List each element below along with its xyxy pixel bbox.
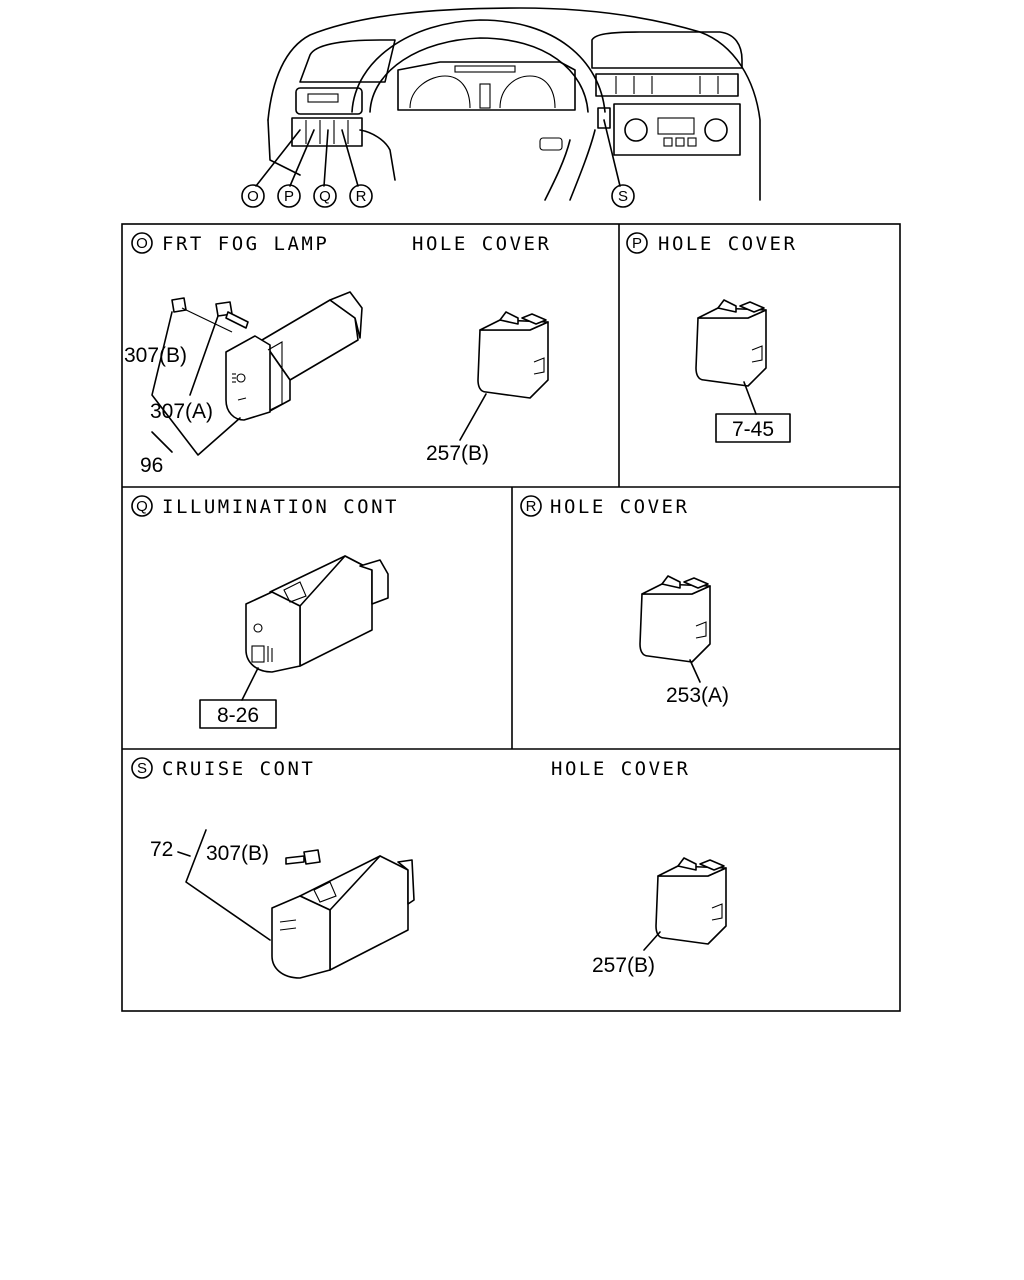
panel-s: S CRUISE CONT HOLE COVER 72 307(B)	[131, 757, 727, 979]
panel-r-title: HOLE COVER	[550, 496, 689, 518]
fog-lamp-switch	[225, 291, 363, 421]
panel-q-title: ILLUMINATION CONT	[162, 496, 399, 518]
hole-cover-257b	[477, 311, 549, 399]
panel-frames	[121, 223, 901, 1012]
panel-q-marker: Q	[136, 498, 148, 515]
ref-8-26: 8-26	[217, 704, 259, 727]
label-307a: 307(A)	[150, 400, 213, 423]
callout-s-text: S	[618, 188, 628, 205]
panel-s-marker: S	[137, 760, 147, 777]
callout-leaders	[255, 119, 621, 187]
panel-r: R HOLE COVER 253(A)	[520, 495, 729, 707]
panel-q: Q ILLUMINATION CONT 8-26	[131, 495, 399, 729]
callout-o: O	[241, 184, 265, 208]
cruise-control-switch	[271, 855, 415, 979]
panel-o-marker: O	[136, 235, 148, 252]
callout-r-text: R	[356, 188, 367, 205]
callout-r: R	[349, 184, 373, 208]
panel-s-title2: HOLE COVER	[551, 758, 690, 780]
illumination-switch	[245, 555, 389, 673]
callout-q: Q	[313, 184, 337, 208]
hole-cover-253a	[639, 575, 711, 663]
label-253a: 253(A)	[666, 684, 729, 707]
label-257b-s: 257(B)	[592, 954, 655, 977]
panel-s-title: CRUISE CONT	[162, 758, 315, 780]
screw-307b-s	[285, 849, 321, 865]
callout-p: P	[277, 184, 301, 208]
panel-p: P HOLE COVER 7-45	[626, 232, 797, 443]
hole-cover-257b-s	[655, 857, 727, 945]
panel-o: O FRT FOG LAMP HOLE COVER 307	[124, 232, 551, 477]
label-96: 96	[140, 454, 163, 477]
panel-o-title2: HOLE COVER	[412, 233, 551, 255]
callout-q-text: Q	[319, 188, 331, 205]
ref-7-45: 7-45	[732, 418, 774, 441]
callout-p-text: P	[284, 188, 294, 205]
label-72: 72	[150, 838, 173, 861]
panel-r-marker: R	[526, 498, 537, 515]
screw-307b	[171, 297, 233, 333]
panel-p-title: HOLE COVER	[658, 233, 797, 255]
label-307b-s: 307(B)	[206, 842, 269, 865]
screw-307a	[215, 301, 249, 329]
label-307b: 307(B)	[124, 344, 187, 367]
label-257b-o: 257(B)	[426, 442, 489, 465]
panel-o-title: FRT FOG LAMP	[162, 233, 329, 255]
hole-cover-p	[695, 299, 767, 387]
dashboard-illustration	[267, 7, 761, 201]
panel-p-marker: P	[632, 235, 642, 252]
callout-o-text: O	[247, 188, 259, 205]
callout-s: S	[611, 184, 635, 208]
